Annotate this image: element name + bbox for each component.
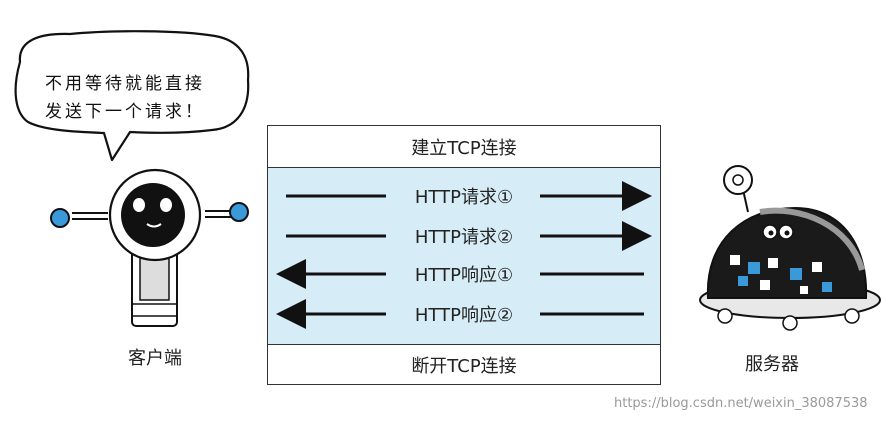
message-row-2: HTTP请求② bbox=[268, 221, 660, 251]
client-label: 客户端 bbox=[128, 348, 182, 369]
protocol-box: 建立TCP连接 bbox=[267, 125, 661, 385]
open-connection-label: 建立TCP连接 bbox=[268, 126, 660, 168]
speech-line-1: 不用等待就能直接 bbox=[45, 74, 205, 94]
message-arrows bbox=[276, 181, 652, 329]
message-row-4: HTTP响应② bbox=[268, 299, 660, 329]
server-label: 服务器 bbox=[745, 354, 799, 375]
speech-bubble-text: 不用等待就能直接 发送下一个请求！ bbox=[45, 70, 235, 126]
request-2-label: HTTP请求② bbox=[406, 223, 522, 249]
message-area: HTTP请求① HTTP请求② HTTP响应① HTTP响应② bbox=[268, 168, 660, 344]
response-2-label: HTTP响应② bbox=[406, 301, 522, 327]
message-row-3: HTTP响应① bbox=[268, 259, 660, 289]
close-connection-label: 断开TCP连接 bbox=[268, 344, 660, 384]
watermark-url: https://blog.csdn.net/weixin_38087538 bbox=[614, 396, 868, 411]
request-1-label: HTTP请求① bbox=[406, 183, 522, 209]
speech-line-2: 发送下一个请求！ bbox=[45, 102, 205, 122]
message-row-1: HTTP请求① bbox=[268, 181, 660, 211]
response-1-label: HTTP响应① bbox=[406, 261, 522, 287]
